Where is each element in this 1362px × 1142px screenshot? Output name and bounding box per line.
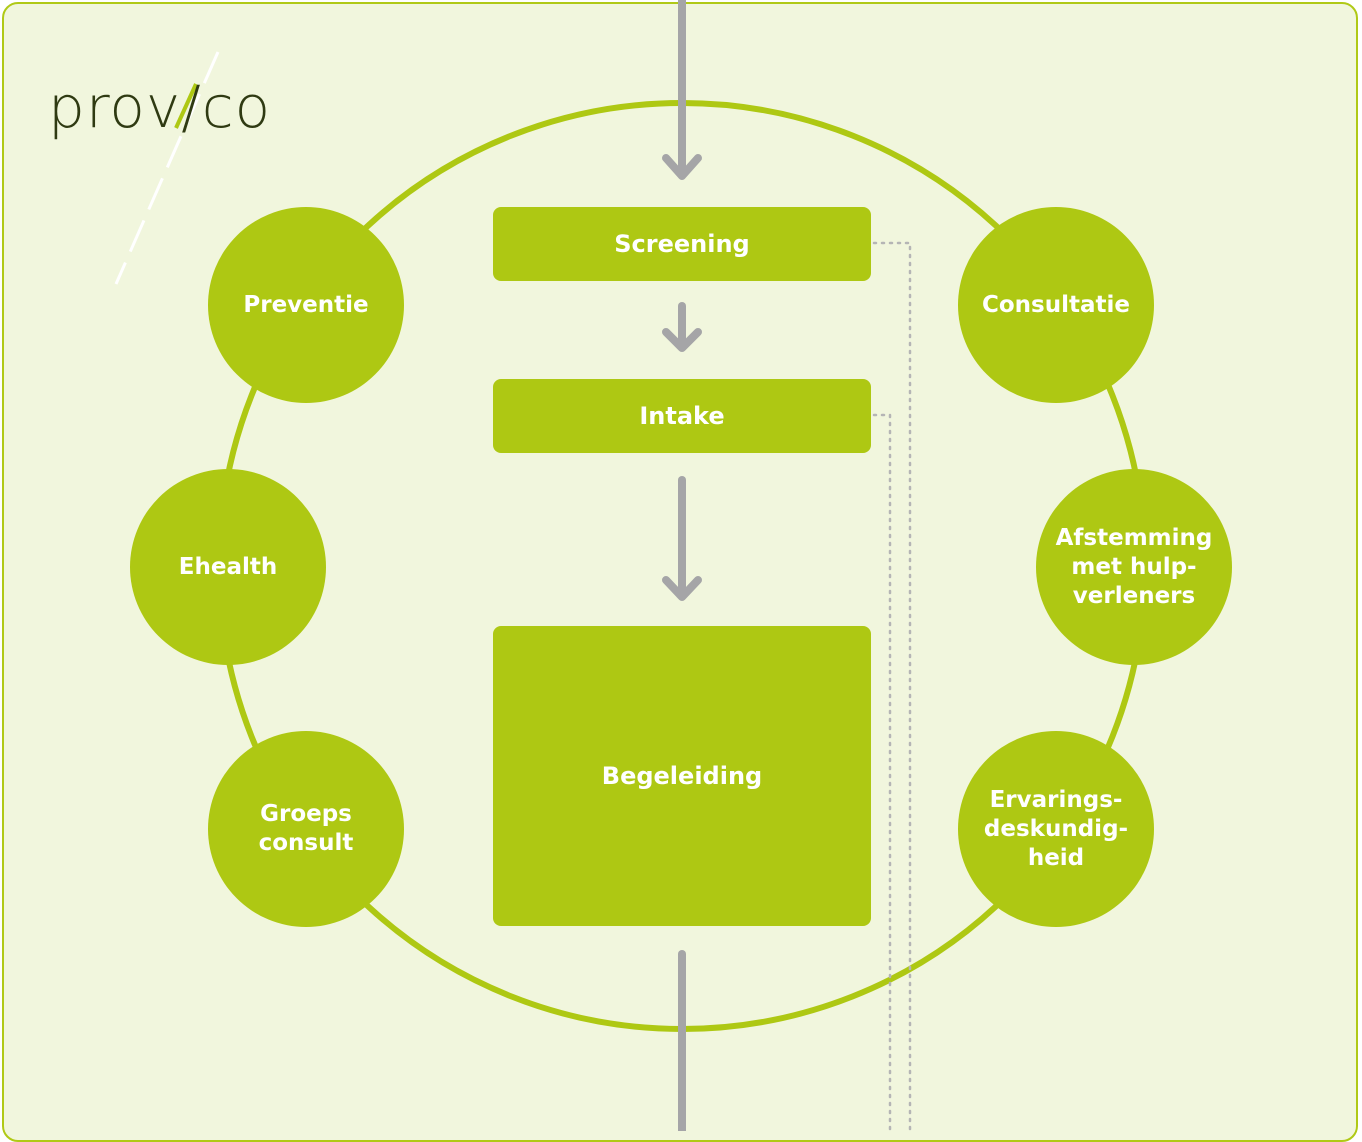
intake-exit-dotted-line (872, 413, 892, 1131)
screening-exit-dotted-line (872, 241, 912, 1131)
intake-box: Intake (493, 379, 871, 453)
arrow-down-icon (662, 576, 702, 601)
preventie-circle: Preventie (208, 207, 404, 403)
groeps-consult-circle: Groeps consult (208, 731, 404, 927)
arrow-down-icon (662, 328, 702, 352)
ervaringsdeskundigheid-circle: Ervarings- deskundig- heid (958, 731, 1154, 927)
consultatie-circle: Consultatie (958, 207, 1154, 403)
screening-box: Screening (493, 207, 871, 281)
begeleiding-box: Begeleiding (493, 626, 871, 926)
arrow-down-icon (662, 154, 702, 180)
ehealth-circle: Ehealth (130, 469, 326, 665)
afstemming-circle: Afstemming met hulp- verleners (1036, 469, 1232, 665)
provico-logo: prov/co (48, 73, 272, 141)
